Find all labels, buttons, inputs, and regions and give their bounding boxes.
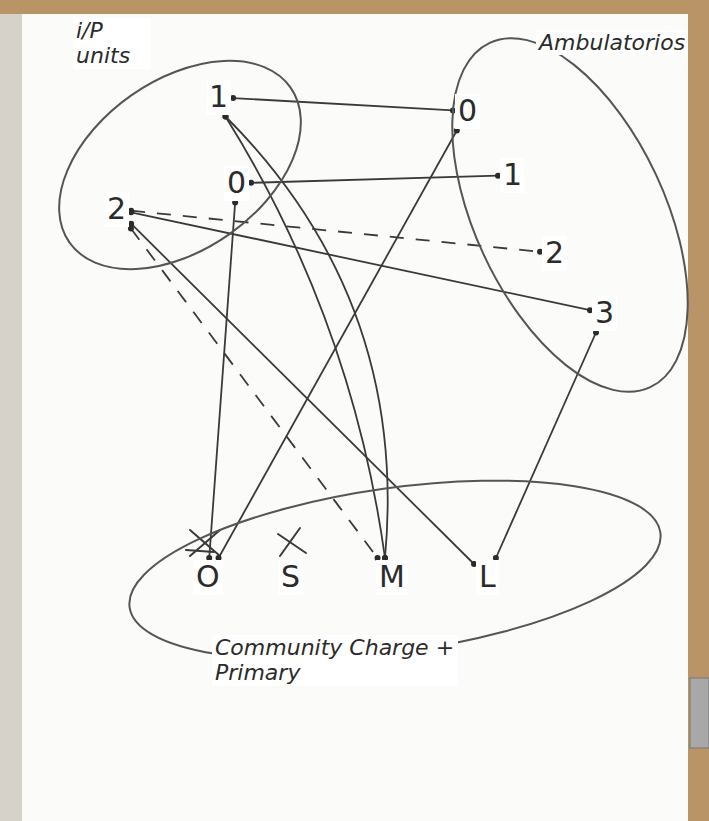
unit-label: 3 <box>592 296 617 331</box>
connector <box>251 176 498 183</box>
unit-label: M <box>376 560 408 595</box>
unit-node: L <box>476 560 499 595</box>
unit-node: 0 <box>455 94 480 129</box>
unit-node: 3 <box>592 296 617 331</box>
group-label: Ambulatorios <box>536 30 688 55</box>
unit-label: 1 <box>500 158 525 193</box>
connector <box>131 229 378 559</box>
unit-label: 2 <box>542 236 567 271</box>
group-label: i/P units <box>73 18 151 69</box>
unit-node: M <box>376 560 408 595</box>
wood-strip <box>688 0 709 821</box>
unit-label: S <box>278 560 303 595</box>
ellipse-shape <box>404 3 709 428</box>
unit-node: 1 <box>206 80 231 115</box>
unit-node: 1 <box>500 158 525 193</box>
ellipse-shape <box>21 18 340 312</box>
ellipse-shape <box>118 451 672 688</box>
unit-label: 1 <box>206 80 231 115</box>
unit-node: 2 <box>104 192 129 227</box>
connector <box>496 333 596 559</box>
unit-label: O <box>193 560 223 595</box>
unit-node: 2 <box>542 236 567 271</box>
connector <box>131 224 474 564</box>
group-ellipse: Community Charge + Primary O S M L <box>120 470 660 720</box>
connector <box>219 131 457 559</box>
unit-node: 0 <box>224 166 249 201</box>
paper-sheet <box>22 14 688 821</box>
connector <box>233 98 453 110</box>
unit-label: 0 <box>455 94 480 129</box>
unit-node: S <box>278 560 303 595</box>
unit-label: 0 <box>224 166 249 201</box>
unit-node: O <box>193 560 223 595</box>
connector <box>131 212 590 310</box>
wood-strip <box>0 0 709 14</box>
unit-label: 2 <box>104 192 129 227</box>
ellipse-outline <box>430 20 685 420</box>
metal-plate <box>690 678 709 748</box>
group-label: Community Charge + Primary <box>212 635 458 686</box>
group-ellipse: i/P units 1 2 0 <box>55 10 325 300</box>
cross-stroke <box>278 534 306 553</box>
cross-marks <box>186 528 306 556</box>
group-ellipse: Ambulatorios 01 23 <box>430 20 685 420</box>
connector <box>209 203 235 559</box>
unit-label: L <box>476 560 499 595</box>
